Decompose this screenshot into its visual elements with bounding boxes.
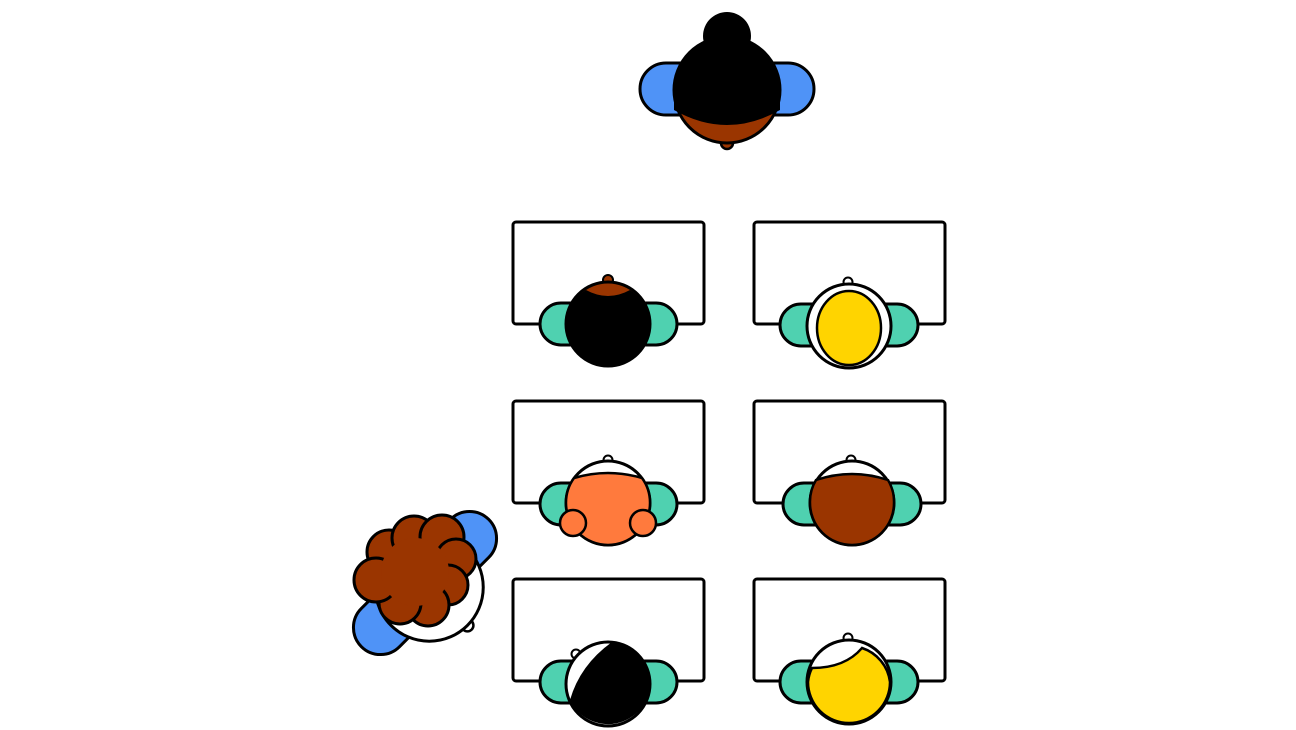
student-hair	[570, 642, 651, 725]
teacher-front	[638, 12, 816, 151]
student-hair	[808, 472, 896, 547]
student-row1-left	[538, 274, 679, 368]
student-pigtail-right	[628, 508, 658, 538]
teacher-side-hair	[352, 513, 478, 628]
student-row2-right	[781, 454, 923, 547]
student-hair	[564, 471, 652, 547]
student-row3-left	[538, 640, 679, 728]
teacher-front-hair	[674, 37, 780, 125]
student-row1-right	[778, 276, 920, 370]
student-row2-left	[538, 454, 679, 547]
student-hair	[815, 289, 883, 367]
student-hair	[566, 290, 650, 366]
student-pigtail-left	[558, 508, 588, 538]
student-row3-right	[778, 632, 920, 726]
teacher-front-bun	[703, 12, 751, 60]
student-hair	[806, 646, 892, 725]
